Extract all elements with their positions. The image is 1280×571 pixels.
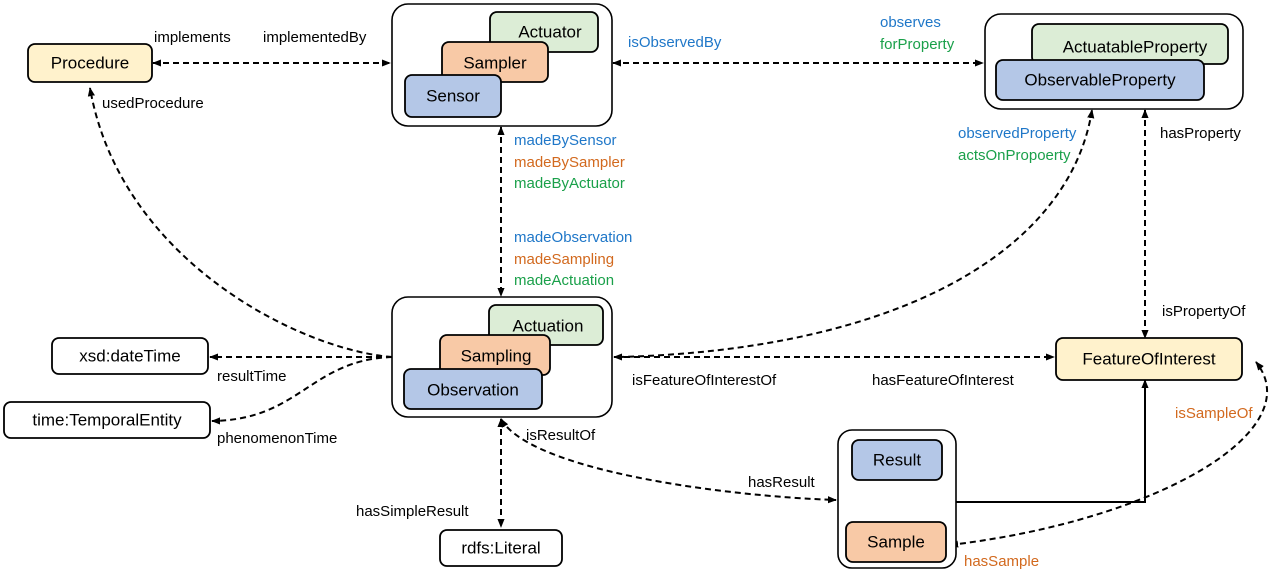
node-xsd-datetime-box xyxy=(51,337,209,375)
node-rdfs-literal-box xyxy=(439,529,563,567)
edge-observation-result xyxy=(500,418,837,504)
node-sample[interactable]: Sample xyxy=(845,521,947,563)
node-observable-property-label: ObservableProperty xyxy=(1024,71,1176,90)
node-feature-of-interest[interactable]: FeatureOfInterest xyxy=(1055,337,1243,381)
node-time-temporal-entity-label: time:TemporalEntity xyxy=(32,411,182,430)
label-acts-on-property: actsOnPropoerty xyxy=(958,147,1071,164)
node-sensor-label: Sensor xyxy=(426,87,480,106)
node-sampling[interactable]: Sampling xyxy=(439,334,551,376)
node-result-box xyxy=(851,439,943,481)
edges xyxy=(87,59,1269,548)
node-time-temporal-entity-box xyxy=(3,401,211,439)
node-observable-property-box xyxy=(995,59,1205,101)
label-is-property-of: isPropertyOf xyxy=(1162,303,1246,320)
edge-observation-featureofinterest-property xyxy=(617,109,1095,358)
node-xsd-datetime[interactable]: xsd:dateTime xyxy=(51,337,209,375)
node-observation[interactable]: Observation xyxy=(403,368,543,410)
label-has-property: hasProperty xyxy=(1160,125,1241,142)
label-has-feature-of-interest: hasFeatureOfInterest xyxy=(872,372,1015,389)
node-actuatable-property[interactable]: ActuatableProperty xyxy=(1031,23,1229,65)
node-sample-label: Sample xyxy=(867,533,925,552)
node-sensor-box xyxy=(404,74,502,118)
label-implemented-by: implementedBy xyxy=(263,29,367,46)
label-made-by-actuator: madeByActuator xyxy=(514,175,625,192)
node-procedure[interactable]: Procedure xyxy=(27,43,153,83)
label-has-sample: hasSample xyxy=(964,553,1039,570)
label-has-result: hasResult xyxy=(748,474,816,491)
label-result-time: resultTime xyxy=(217,368,286,385)
label-phenomenon-time: phenomenonTime xyxy=(217,430,337,447)
node-xsd-datetime-label: xsd:dateTime xyxy=(79,347,180,366)
node-observation-box xyxy=(403,368,543,410)
node-rdfs-literal[interactable]: rdfs:Literal xyxy=(439,529,563,567)
node-result[interactable]: Result xyxy=(851,439,943,481)
node-sample-box xyxy=(845,521,947,563)
node-feature-of-interest-label: FeatureOfInterest xyxy=(1082,350,1216,369)
label-is-feature-of-interest-of: isFeatureOfInterestOf xyxy=(632,372,777,389)
node-actuator-label: Actuator xyxy=(518,23,582,42)
node-sensor[interactable]: Sensor xyxy=(404,74,502,118)
node-actuation-label: Actuation xyxy=(513,317,584,336)
node-sampler[interactable]: Sampler xyxy=(441,41,549,83)
node-procedure-box xyxy=(27,43,153,83)
edge-observation-temporalentity xyxy=(211,356,393,425)
node-time-temporal-entity[interactable]: time:TemporalEntity xyxy=(3,401,211,439)
label-made-sampling: madeSampling xyxy=(514,251,614,268)
label-used-procedure: usedProcedure xyxy=(102,95,204,112)
edge-sample-featureofinterest xyxy=(949,361,1269,548)
node-observable-property[interactable]: ObservableProperty xyxy=(995,59,1205,101)
edge-labels: implements implementedBy usedProcedure i… xyxy=(102,14,1253,570)
label-made-by-sensor: madeBySensor xyxy=(514,132,617,149)
node-actuatable-property-label: ActuatableProperty xyxy=(1063,38,1208,57)
label-for-property: forProperty xyxy=(880,36,955,53)
label-is-result-of: isResultOf xyxy=(526,427,596,444)
label-made-observation: madeObservation xyxy=(514,229,632,246)
label-observed-property: observedProperty xyxy=(958,125,1077,142)
node-sampler-label: Sampler xyxy=(463,54,527,73)
edge-observation-procedure xyxy=(87,87,393,358)
node-sampling-label: Sampling xyxy=(461,347,532,366)
label-is-observed-by: isObservedBy xyxy=(628,34,722,51)
label-is-sample-of: isSampleOf xyxy=(1175,405,1253,422)
node-feature-of-interest-box xyxy=(1055,337,1243,381)
node-result-label: Result xyxy=(873,451,921,470)
label-observes: observes xyxy=(880,14,941,31)
label-has-simple-result: hasSimpleResult xyxy=(356,503,469,520)
label-implements: implements xyxy=(154,29,231,46)
node-observation-label: Observation xyxy=(427,381,519,400)
label-made-by-sampler: madeBySampler xyxy=(514,154,625,171)
node-procedure-label: Procedure xyxy=(51,54,129,73)
label-made-actuation: madeActuation xyxy=(514,272,614,289)
node-rdfs-literal-label: rdfs:Literal xyxy=(461,539,540,558)
